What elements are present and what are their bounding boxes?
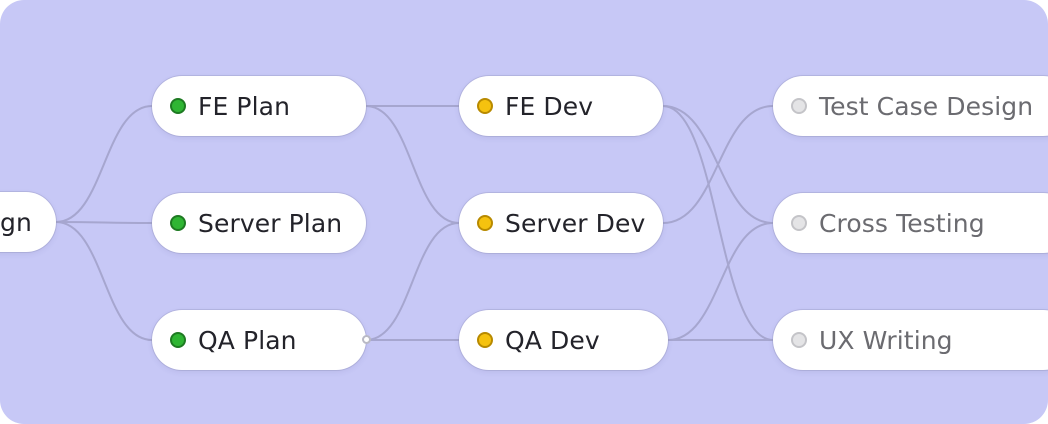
node-ux-writing-label: UX Writing: [819, 325, 953, 355]
node-ux-writing[interactable]: UX Writing: [773, 310, 1048, 370]
status-todo-icon: [791, 98, 807, 114]
edge-design-to-fe_plan: [55, 105, 153, 223]
connection-handle[interactable]: [362, 335, 371, 344]
node-fe-dev-label: FE Dev: [505, 91, 594, 121]
node-server-dev-label: Server Dev: [505, 208, 646, 238]
node-design-label: gn: [0, 207, 32, 237]
edge-qa_plan-to-server_dev: [365, 222, 460, 341]
edge-design-to-server_plan: [55, 221, 153, 224]
node-cross-testing-label: Cross Testing: [819, 208, 985, 238]
status-done-icon: [170, 332, 186, 348]
edge-server_dev-to-test_case_design: [662, 105, 774, 224]
status-todo-icon: [791, 215, 807, 231]
edge-fe_dev-to-ux_writing: [662, 105, 774, 341]
edge-fe_plan-to-server_dev: [365, 105, 460, 224]
node-fe-plan[interactable]: FE Plan: [152, 76, 366, 136]
node-server-dev[interactable]: Server Dev: [459, 193, 663, 253]
status-in-progress-icon: [477, 332, 493, 348]
edge-qa_dev-to-cross_testing: [667, 222, 774, 341]
node-server-plan-label: Server Plan: [198, 208, 343, 238]
status-todo-icon: [791, 332, 807, 348]
node-test-case-design-label: Test Case Design: [819, 91, 1034, 121]
node-qa-plan-label: QA Plan: [198, 325, 297, 355]
status-done-icon: [170, 215, 186, 231]
status-in-progress-icon: [477, 98, 493, 114]
status-done-icon: [170, 98, 186, 114]
node-fe-dev[interactable]: FE Dev: [459, 76, 663, 136]
node-fe-plan-label: FE Plan: [198, 91, 291, 121]
node-cross-testing[interactable]: Cross Testing: [773, 193, 1048, 253]
edge-fe_dev-to-cross_testing: [662, 105, 774, 224]
node-design[interactable]: gn: [0, 192, 56, 252]
node-server-plan[interactable]: Server Plan: [152, 193, 366, 253]
edge-design-to-qa_plan: [55, 221, 153, 341]
node-test-case-design[interactable]: Test Case Design: [773, 76, 1048, 136]
status-in-progress-icon: [477, 215, 493, 231]
node-qa-plan[interactable]: QA Plan: [152, 310, 366, 370]
node-qa-dev-label: QA Dev: [505, 325, 600, 355]
node-qa-dev[interactable]: QA Dev: [459, 310, 668, 370]
